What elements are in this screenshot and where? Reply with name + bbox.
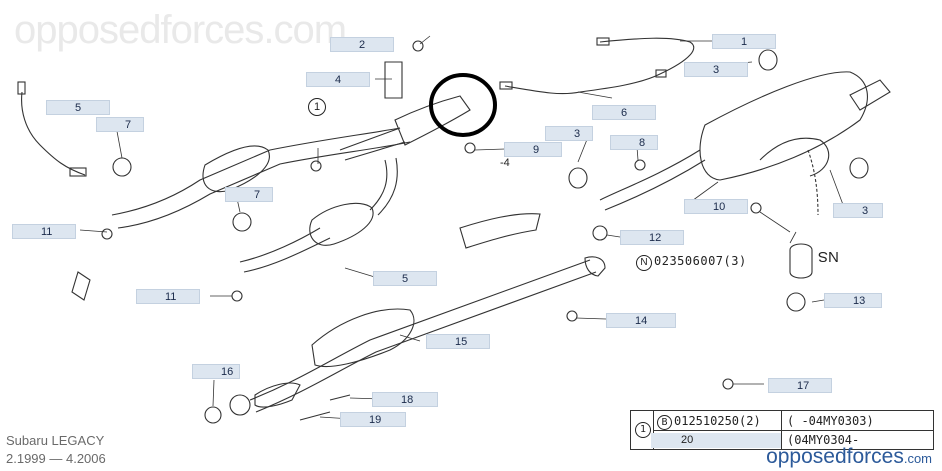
- y-pipe-junction: [394, 95, 471, 146]
- part-code: 023506007(3): [654, 254, 747, 268]
- catalytic-converter-left: [202, 145, 270, 193]
- highlight-circle: [429, 73, 497, 137]
- catalytic-converter-right: [309, 202, 374, 246]
- rubber-mount-3a: [758, 49, 778, 71]
- rubber-mount-3c: [849, 157, 869, 179]
- callout-7b[interactable]: 7: [225, 187, 273, 202]
- callout-4[interactable]: 4: [306, 72, 370, 87]
- rear-muffler: [699, 71, 868, 181]
- gasket-7b: [232, 212, 252, 232]
- gasket-18: [229, 394, 251, 416]
- callout-10[interactable]: 10: [684, 199, 748, 214]
- centre-muffler: [311, 308, 415, 368]
- callout-13[interactable]: 13: [824, 293, 882, 308]
- gasket-7a: [112, 157, 132, 177]
- front-exhaust-pipe: [249, 259, 597, 413]
- callout-16[interactable]: 16: [192, 364, 240, 379]
- brand-suffix: .com: [903, 451, 932, 466]
- callout-3a[interactable]: 3: [684, 62, 748, 77]
- model-caption: Subaru LEGACY: [6, 433, 105, 448]
- table-row2-part[interactable]: 20: [651, 433, 781, 448]
- dash-four-label: -4: [500, 157, 510, 169]
- callout-5b[interactable]: 5: [373, 271, 437, 286]
- heat-shield: [459, 213, 541, 249]
- callout-17[interactable]: 17: [768, 378, 832, 393]
- gasket-12: [592, 225, 608, 241]
- ns-label: NS: [818, 248, 839, 265]
- gasket-13: [786, 292, 806, 312]
- oxygen-sensor-cable-top: [504, 37, 695, 95]
- callout-19[interactable]: 19: [340, 412, 406, 427]
- callout-14[interactable]: 14: [606, 313, 676, 328]
- callout-1[interactable]: 1: [712, 34, 776, 49]
- callout-5a[interactable]: 5: [46, 100, 110, 115]
- callout-12[interactable]: 12: [620, 230, 684, 245]
- brand-logo[interactable]: opposedforces.com: [766, 445, 932, 469]
- callout-9[interactable]: 9: [504, 142, 562, 157]
- watermark: opposedforces.com: [14, 8, 347, 52]
- callout-2[interactable]: 2: [330, 37, 394, 52]
- table-b-symbol: B: [657, 415, 672, 430]
- bracket-ref-circle: 1: [308, 98, 326, 116]
- callout-8[interactable]: 8: [610, 135, 658, 150]
- rear-centre-pipe: [599, 149, 706, 211]
- table-row1-range: ( -04MY0303): [787, 414, 874, 428]
- rubber-mount-3b: [568, 167, 588, 189]
- callout-3c[interactable]: 3: [833, 203, 883, 218]
- callout-15[interactable]: 15: [426, 334, 490, 349]
- part-code-prefix: N: [636, 255, 652, 271]
- callout-3b[interactable]: 3: [545, 126, 593, 141]
- front-pipe-left: [111, 127, 401, 216]
- table-ref-circle: 1: [635, 422, 651, 438]
- callout-18[interactable]: 18: [372, 392, 438, 407]
- callout-11b[interactable]: 11: [136, 289, 200, 304]
- callout-6[interactable]: 6: [592, 105, 656, 120]
- clamp-16: [204, 406, 222, 424]
- callout-11a[interactable]: 11: [12, 224, 76, 239]
- years-caption: 2.1999 — 4.2006: [6, 451, 106, 466]
- brand-name: opposedforces: [766, 445, 904, 468]
- callout-7a[interactable]: 7: [96, 117, 144, 132]
- bracket-4: [384, 61, 403, 99]
- table-row2-range: (04MY0304-: [787, 433, 860, 447]
- ns-sensor-pipe: [789, 243, 813, 279]
